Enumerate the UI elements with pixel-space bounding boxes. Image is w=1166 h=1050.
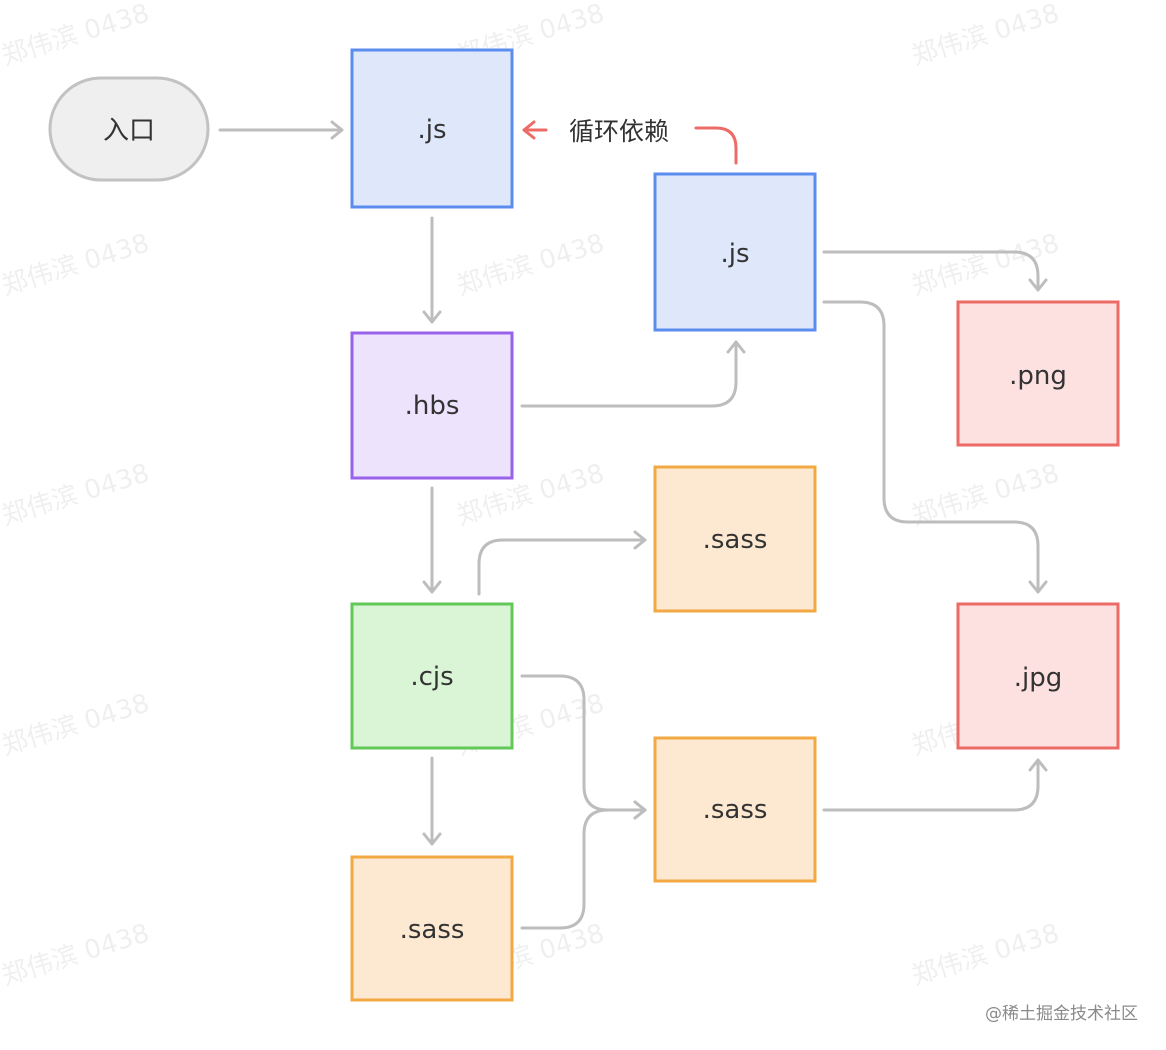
node-cjs-label: .cjs: [410, 662, 453, 692]
node-js-main-label: .js: [417, 115, 446, 145]
node-sass-bottom-label: .sass: [400, 915, 465, 945]
node-png: .png: [956, 300, 1120, 447]
edge-js-to-jpg: [822, 300, 1048, 594]
node-png-label: .png: [1009, 361, 1067, 391]
node-js-dep-label: .js: [720, 239, 749, 269]
node-js-main-shape: [350, 48, 514, 209]
node-sass-top-label: .sass: [703, 525, 768, 555]
node-js-dep-shape: [653, 172, 817, 332]
watermark: 郑伟滨 0438: [908, 918, 1063, 991]
edge-js-to-png: [822, 250, 1048, 292]
node-hbs: .hbs: [350, 331, 514, 480]
watermark: 郑伟滨 0438: [0, 0, 153, 72]
node-png-shape: [956, 300, 1120, 447]
node-entry-shape: [48, 76, 210, 182]
watermark: 郑伟滨 0438: [0, 458, 153, 531]
node-jpg: .jpg: [956, 602, 1120, 750]
watermark: 郑伟滨 0438: [908, 228, 1063, 301]
node-sass-top-shape: [653, 465, 817, 613]
circular-dependency-edge: [694, 126, 738, 165]
node-jpg-label: .jpg: [1014, 663, 1063, 693]
edge-sass-mid-to-jpg: [822, 758, 1048, 812]
edges: [218, 120, 1048, 930]
node-cjs: .cjs: [350, 602, 514, 750]
node-sass-top: .sass: [653, 465, 817, 613]
node-sass-mid-label: .sass: [703, 795, 768, 825]
node-cjs-shape: [350, 602, 514, 750]
node-js-dep: .js: [653, 172, 817, 332]
node-sass-bottom-shape: [350, 855, 514, 1002]
watermark: 郑伟滨 0438: [908, 0, 1063, 72]
watermark: 郑伟滨 0438: [0, 688, 153, 761]
node-sass-bottom: .sass: [350, 855, 514, 1002]
circular-dependency-label: 循环依赖: [569, 117, 669, 146]
watermark: 郑伟滨 0438: [453, 228, 608, 301]
watermark: 郑伟滨 0438: [0, 918, 153, 991]
node-entry-label: 入口: [103, 116, 155, 146]
node-js-main: .js: [350, 48, 514, 209]
watermark: 郑伟滨 0438: [0, 228, 153, 301]
node-entry: 入口: [48, 76, 210, 182]
node-sass-mid-shape: [653, 736, 817, 883]
site-credit: @稀土掘金技术社区: [985, 1004, 1138, 1024]
node-hbs-label: .hbs: [405, 391, 460, 421]
edge-sass-bottom-to-sass-mid: [520, 800, 647, 930]
node-hbs-shape: [350, 331, 514, 480]
edge-cjs-to-sass-top: [477, 530, 647, 596]
edge-cjs-to-sass-mid: [520, 674, 647, 820]
node-sass-mid: .sass: [653, 736, 817, 883]
edge-hbs-to-js: [520, 340, 746, 408]
node-jpg-shape: [956, 602, 1120, 750]
